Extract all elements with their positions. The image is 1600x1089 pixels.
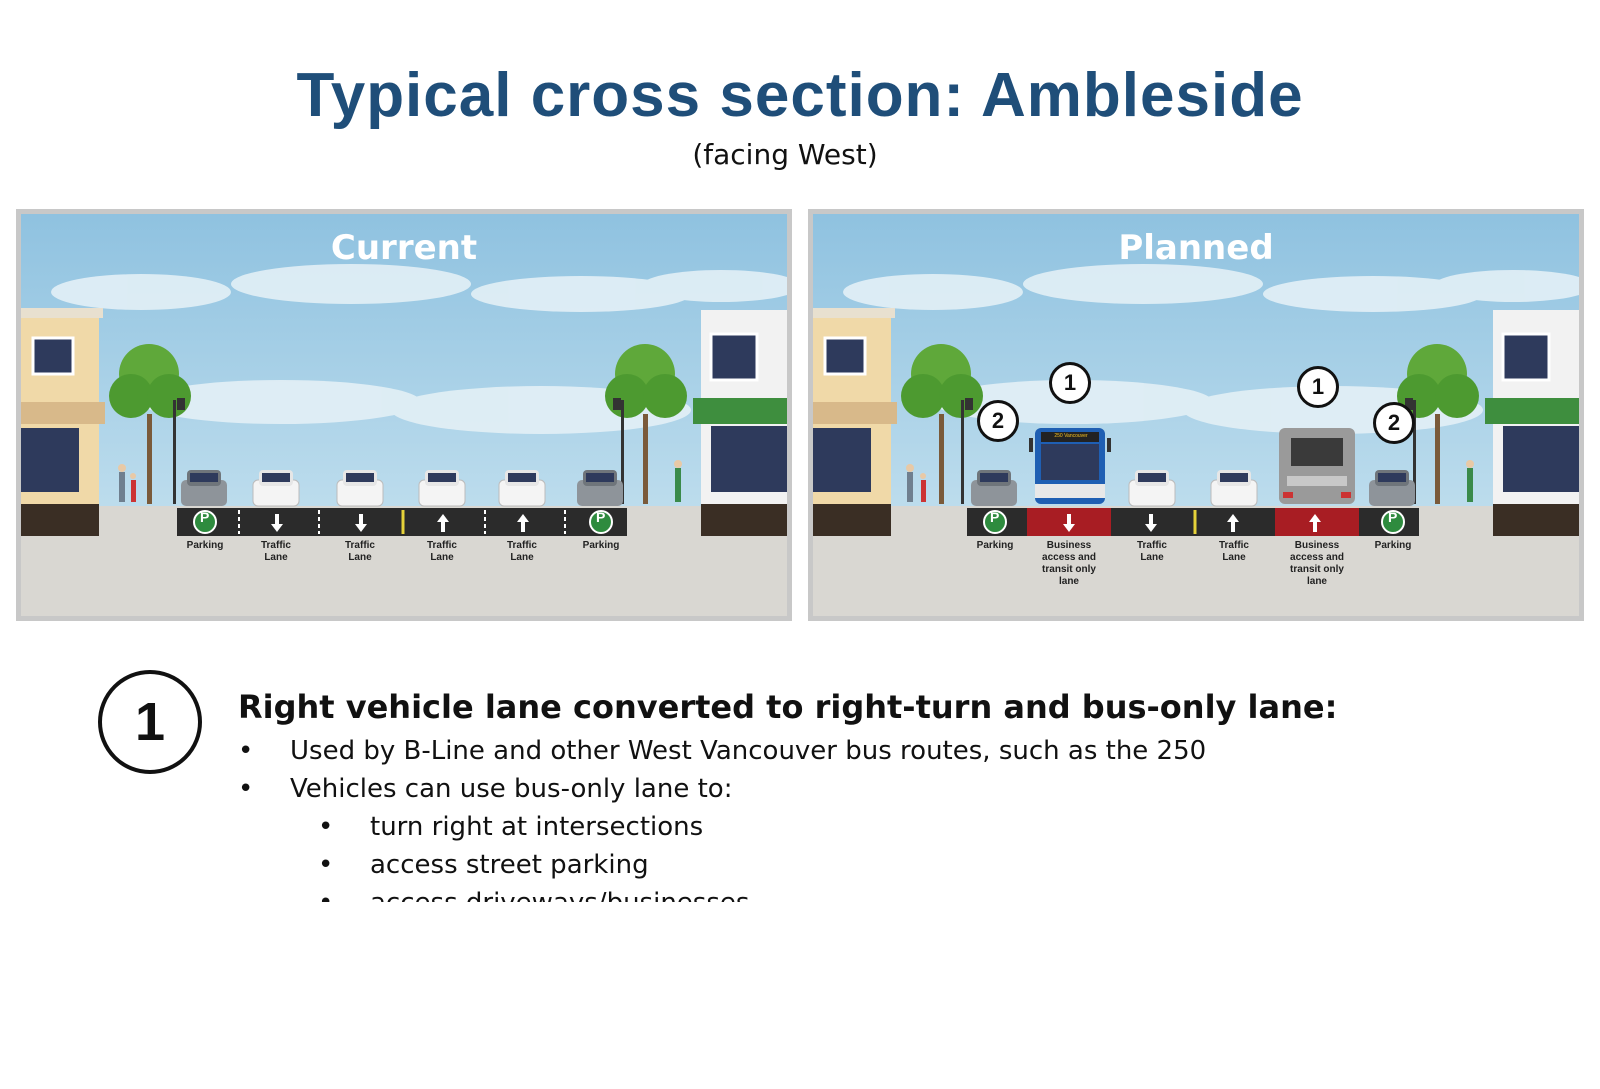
planned-lane-label-4: Traffic Lane [1218, 540, 1249, 563]
list-item: •Vehicles can use bus-only lane to: [238, 774, 733, 804]
planned-lane-label-2: Business access and transit only lane [1042, 540, 1096, 587]
planned-lane-label-1: Parking [976, 540, 1014, 551]
callout-2-left: 2 [977, 400, 1019, 442]
current-panel: Current P P Parking Traffic Lane Traffic… [16, 209, 792, 621]
current-panel-label: Current [330, 228, 478, 268]
current-lane-label-3: Traffic Lane [344, 540, 375, 563]
current-lane-label-2: Traffic Lane [260, 540, 291, 563]
current-lane-label-1: Parking [186, 540, 224, 551]
current-lane-label-5: Traffic Lane [506, 540, 537, 563]
page-subtitle: (facing West) [692, 138, 878, 171]
current-lane-label-6: Parking [582, 540, 620, 551]
bus-rear [1279, 428, 1355, 504]
bus-destination-sign: 250 Vancouver [1054, 433, 1088, 439]
planned-lane-label-5: Business access and transit only lane [1290, 540, 1344, 587]
tree-right [605, 344, 687, 504]
planned-street-illustration [813, 214, 1579, 616]
planned-lane-label-6: Parking [1374, 540, 1412, 551]
callout-2-right: 2 [1373, 402, 1415, 444]
parking-glyph: P [200, 509, 210, 525]
parking-glyph: P [596, 509, 606, 525]
bus-front [1029, 428, 1111, 504]
page-title: Typical cross section: Ambleside [296, 61, 1304, 130]
list-item: •access street parking [318, 850, 649, 880]
list-item: •turn right at intersections [318, 812, 704, 842]
current-cars [181, 470, 623, 507]
planned-panel: Planned 250 Vancouver P P Parking Busine… [808, 209, 1584, 621]
callout-1-left: 1 [1049, 362, 1091, 404]
planned-panel-label: Planned [1118, 228, 1274, 268]
planned-lane-label-3: Traffic Lane [1136, 540, 1167, 563]
list-item: •Used by B-Line and other West Vancouver… [238, 736, 1207, 766]
current-street-illustration [21, 214, 787, 616]
parking-glyph: P [1388, 509, 1398, 525]
list-item: •access driveways/businesses [238, 884, 1538, 902]
legend-number-callout: 1 [98, 670, 202, 774]
legend-bullet-list: •Used by B-Line and other West Vancouver… [238, 732, 1538, 902]
tree-left [109, 344, 191, 504]
current-lane-label-4: Traffic Lane [426, 540, 457, 563]
parking-glyph: P [990, 509, 1000, 525]
callout-1-right: 1 [1297, 366, 1339, 408]
legend-heading: Right vehicle lane converted to right-tu… [238, 688, 1338, 726]
